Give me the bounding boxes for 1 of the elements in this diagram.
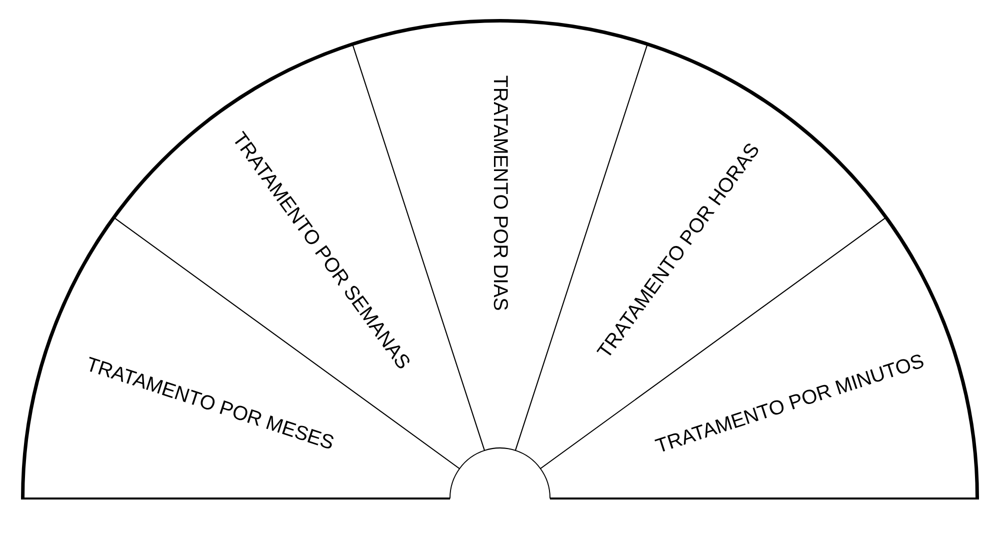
sector-label: TRATAMENTO POR DIAS [490,75,510,311]
